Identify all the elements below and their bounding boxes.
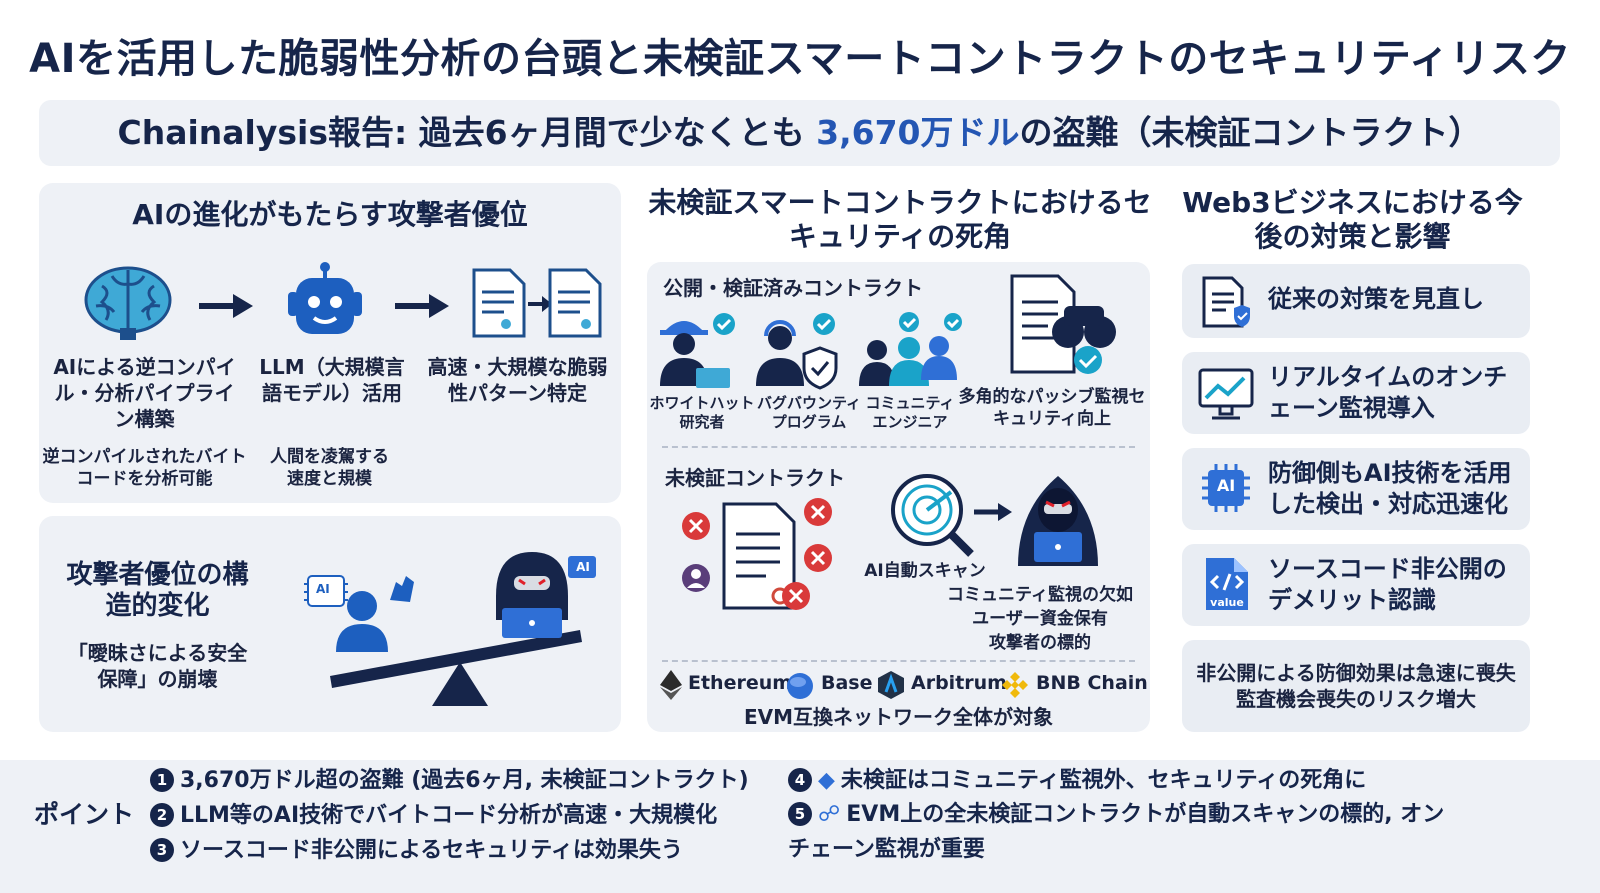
structural-note: 「曖昧さによる安全保障」の崩壊 [67, 641, 248, 691]
right-footnote: 非公開による防御効果は急速に喪失監査機会喪失のリスク増大 [1196, 661, 1516, 711]
verified-heading: 公開・検証済みコントラクト [663, 276, 923, 300]
checklist-icon [1198, 274, 1254, 330]
point-text: 未検証はコミュニティ監視外、セキュリティの死角に [840, 768, 1367, 793]
note-speed: 人間を凌駕する速度と規模 [270, 447, 389, 490]
arrow-right-icon [972, 500, 1014, 524]
chain-bnb: BNB Chain [1036, 672, 1148, 694]
error-icon [782, 582, 810, 610]
seesaw-illustration [300, 528, 600, 718]
unverified-document-icon [676, 496, 841, 616]
step-label-decompile: AIによる逆コンパイル・分析パイプライン構築 [53, 355, 236, 431]
monitor-chart-icon [1196, 366, 1256, 422]
risk-user-funds: ユーザー資金保有 [972, 609, 1108, 629]
measure-ai-defense: 防御側もAI技術を活用した検出・対応迅速化 [1268, 459, 1512, 519]
measure-review: 従来の対策を見直し [1268, 285, 1484, 313]
unverified-heading: 未検証コントラクト [665, 466, 845, 490]
ai-chip-label: AI [1216, 476, 1236, 495]
page-title: AIを活用した脆弱性分析の台頭と未検証スマートコントラクトのセキュリティリスク [29, 36, 1571, 82]
brain-icon [82, 262, 174, 344]
whitehat-researcher-icon [656, 310, 740, 390]
chain-ethereum: Ethereum [688, 672, 793, 694]
robot-icon [280, 262, 370, 342]
point-number: 2 [150, 803, 174, 827]
evm-note: EVM互換ネットワーク全体が対象 [743, 705, 1054, 729]
user-icon [682, 564, 710, 592]
ai-chip-icon [1198, 460, 1254, 516]
measure-realtime: リアルタイムのオンチェーン監視導入 [1268, 363, 1508, 423]
point-number: 5 [788, 802, 812, 826]
network-icon: ☍ [818, 802, 841, 827]
step-label-llm: LLM（大規模言語モデル）活用 [259, 355, 405, 405]
actor-bug-bounty: バグバウンティプログラム [756, 394, 862, 431]
point-number: 4 [788, 768, 812, 792]
divider [662, 660, 1135, 662]
point-text: LLM等のAI技術でバイトコード分析が高速・大規模化 [180, 803, 718, 828]
document-transfer-icon [470, 266, 605, 340]
actor-community: コミュニティエンジニア [865, 394, 955, 431]
left-heading: AIの進化がもたらす攻撃者優位 [132, 198, 528, 231]
arbitrum-icon [876, 670, 906, 700]
ai-badge-attacker: AI [576, 560, 590, 574]
ethereum-icon [660, 670, 682, 700]
passive-monitor-icon [1008, 272, 1118, 382]
actor-whitehat: ホワイトハット研究者 [649, 394, 755, 431]
right-heading: Web3ビジネスにおける今後の対策と影響 [1182, 186, 1523, 253]
banner-prefix: Chainalysis報告: 過去6ヶ月間で少なくとも [117, 113, 817, 152]
ai-badge-defender: AI [316, 582, 330, 596]
chain-base: Base [821, 672, 873, 694]
error-icon [804, 498, 832, 526]
community-engineer-icon [855, 310, 965, 390]
passive-monitor-label: 多角的なパッシブ監視セキュリティ向上 [958, 387, 1146, 430]
measure-source-code: ソースコード非公開のデメリット認識 [1268, 555, 1507, 615]
bnb-chain-icon [1000, 670, 1030, 700]
code-file-label: value [1210, 596, 1244, 609]
footnote-card [1182, 640, 1530, 732]
structural-heading: 攻撃者優位の構造的変化 [66, 560, 249, 622]
banner-suffix: の盗難（未検証コントラクト） [1019, 113, 1482, 152]
point-text: 3,670万ドル超の盗難 (過去6ヶ月, 未検証コントラクト) [180, 768, 749, 793]
code-file-icon [1202, 554, 1252, 614]
point-5: 5☍EVM上の全未検証コントラクトが自動スキャンの標的, オンチェーン監視が重要 [788, 797, 1448, 867]
middle-heading: 未検証スマートコントラクトにおけるセキュリティの死角 [648, 186, 1152, 253]
point-text: ソースコード非公開によるセキュリティは効果失う [180, 838, 683, 863]
banner-highlight: 3,670万ドル [816, 113, 1020, 152]
points-label: ポイント [34, 800, 135, 829]
error-icon [682, 512, 710, 540]
arrow-right-icon [197, 292, 255, 320]
risk-no-monitor: コミュニティ監視の欠如 [947, 585, 1133, 605]
ethereum-icon: ◆ [818, 768, 835, 793]
chain-arbitrum: Arbitrum [911, 672, 1007, 694]
attacker-advantage-panel [39, 183, 621, 503]
arrow-right-icon [393, 292, 451, 320]
divider [662, 446, 1135, 448]
headline-banner: Chainalysis報告: 過去6ヶ月間で少なくとも 3,670万ドルの盗難（… [39, 100, 1560, 166]
note-bytecode: 逆コンパイルされたバイトコードを分析可能 [42, 447, 247, 490]
step-label-pattern: 高速・大規模な脆弱性パターン特定 [427, 355, 608, 405]
hacker-icon [1008, 466, 1108, 570]
base-icon [786, 672, 814, 700]
ai-chip-icon [304, 583, 348, 601]
bug-bounty-icon [752, 310, 842, 390]
risk-attack-target: 攻撃者の標的 [989, 633, 1091, 653]
ai-scan-label: AI自動スキャン [864, 561, 986, 581]
radar-scan-icon [885, 472, 985, 558]
error-icon [804, 544, 832, 572]
point-number: 3 [150, 838, 174, 862]
point-4: 4◆未検証はコミュニティ監視外、セキュリティの死角に [788, 762, 1366, 794]
point-text: EVM上の全未検証コントラクトが自動スキャンの標的, オンチェーン監視が重要 [788, 802, 1445, 862]
point-number: 1 [150, 768, 174, 792]
